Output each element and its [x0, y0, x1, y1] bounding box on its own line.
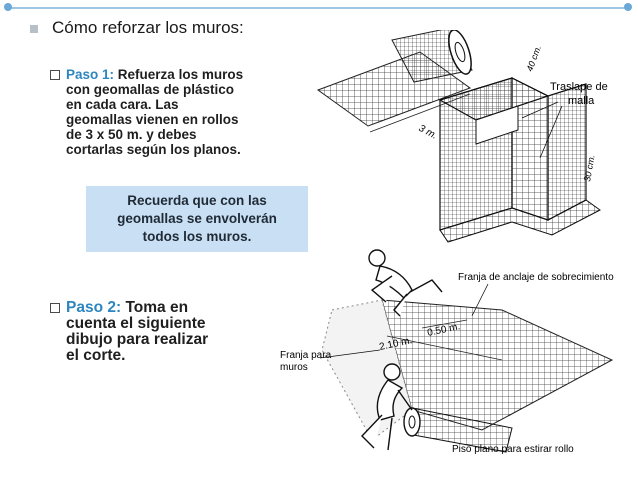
step-1-line-3: en cada cara. Las	[66, 97, 179, 112]
anchor-strip-label: Franja de anclaje de sobrecimiento	[458, 272, 614, 283]
step-2-line-1: Paso 2: Toma en	[66, 300, 256, 316]
step-1-text-1: Refuerza los muros	[117, 67, 244, 82]
step-2-line-4: el corte.	[66, 347, 126, 364]
step-1-line-2: con geomallas de plástico	[66, 82, 235, 97]
slide-title: Cómo reforzar los muros:	[30, 18, 244, 38]
mesh-cutting-figure: 2.10 m. 0.50 m. Franja de anclaje de sob…	[280, 249, 614, 455]
step-2-line-2: cuenta el siguiente	[66, 315, 206, 332]
slide-title-text: Cómo reforzar los muros:	[52, 18, 244, 37]
checkbox-bullet-icon	[50, 70, 60, 80]
dim-length-line	[386, 335, 503, 361]
overlap-label-2: malla	[568, 95, 595, 107]
worker-figure-top	[368, 249, 443, 317]
mesh-roll-bottom	[403, 407, 513, 453]
roll-length-label: 3 m.	[417, 123, 439, 142]
worker-figure-bottom	[361, 363, 413, 451]
overlap-arrow-1	[521, 101, 559, 119]
geomesh-roll-and-wall-figure: 3 m. 40 cm. 30 cm. Traslape de malla	[316, 30, 608, 243]
dim-top-label: 40 cm.	[524, 44, 543, 73]
wall-strip-arrow	[319, 349, 381, 359]
top-rule-dot-left	[4, 3, 12, 11]
square-bullet-icon	[30, 24, 38, 33]
floor-label: Piso plano para estirar rollo	[452, 444, 574, 455]
top-rule-dot-right	[624, 3, 632, 11]
checkbox-bullet-icon	[50, 303, 60, 313]
step-1-line-1: Paso 1: Refuerza los muros	[66, 67, 284, 82]
mesh-wall-corner	[438, 77, 601, 243]
step-2: Paso 2: Toma en cuenta el siguiente dibu…	[50, 300, 256, 364]
step-2-label: Paso 2:	[66, 299, 122, 316]
mesh-roll	[391, 30, 473, 83]
step-1: Paso 1: Refuerza los muros con geomallas…	[50, 67, 284, 157]
step-2-line-3: dibujo para realizar	[66, 331, 209, 348]
reminder-line-2: geomallas se envolverán	[117, 211, 277, 226]
step-1-label: Paso 1:	[66, 67, 115, 82]
overlap-arrow-2	[539, 105, 563, 159]
reminder-line-1: Recuerda que con las	[127, 193, 267, 208]
wall-strip-label-2: muros	[280, 362, 308, 373]
step-1-line-6: cortarlas según los planos.	[66, 142, 241, 157]
step-2-text-1: Toma en	[125, 299, 189, 316]
overlap-label-1: Traslape de	[550, 81, 608, 93]
wall-strip-label-1: Franja para	[280, 350, 332, 361]
reminder-line-3: todos los muros.	[142, 229, 252, 244]
reminder-box: Recuerda que con las geomallas se envolv…	[86, 186, 308, 252]
dim-width-line	[421, 319, 468, 329]
anchor-strip-arrow	[471, 283, 489, 317]
top-rule	[8, 7, 630, 9]
step-1-line-5: de 3 x 50 m. y debes	[66, 127, 197, 142]
dim-side-label: 30 cm.	[582, 154, 597, 182]
step-1-line-4: geomallas vienen en rollos	[66, 112, 239, 127]
